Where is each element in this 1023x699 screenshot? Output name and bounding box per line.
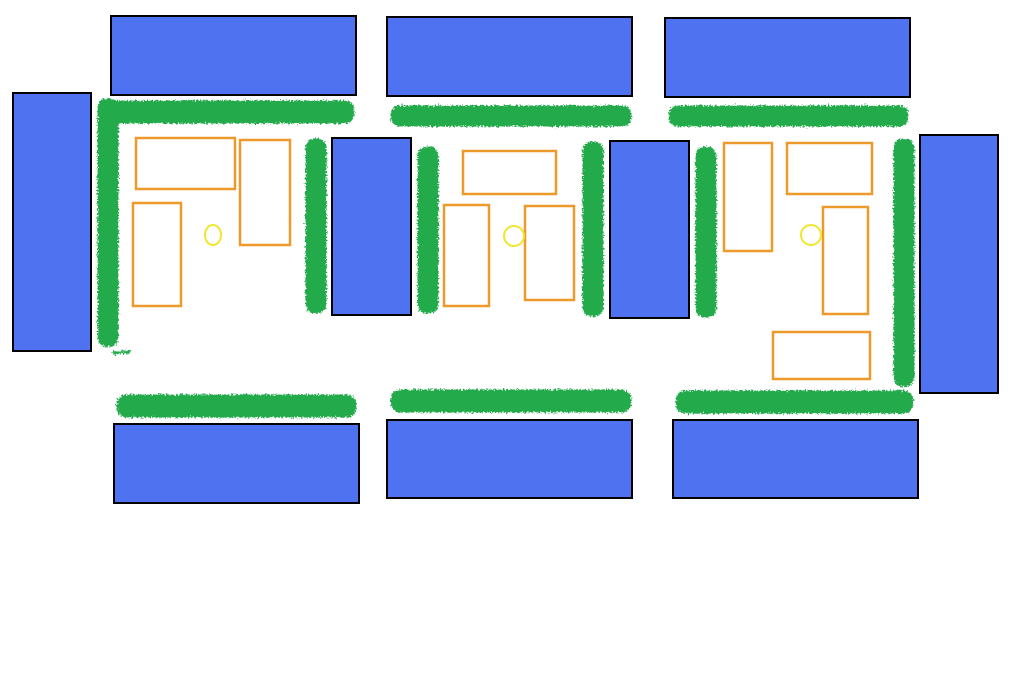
hedge-bottom-middle [390,389,632,413]
hedge-room3-left [695,146,717,318]
room3-box-tall-left [722,141,774,253]
hedge-bottom-right [675,390,914,414]
hedge-top-middle [390,105,632,127]
block-divider-2 [609,140,690,319]
circle-layer [204,224,822,247]
room2-box-tall-left [442,203,491,308]
room3-box-top-wide [785,141,874,196]
room1-box-tall-right [238,138,292,247]
hedge-room1-right [305,138,327,314]
hedge-top-left [101,100,355,124]
hedge-left-edge [97,98,119,347]
room2-box-tall-right [523,204,576,302]
room3-box-tall-right [821,205,870,316]
block-right-edge [919,134,999,394]
block-left-edge [12,92,92,352]
room2-circle [503,225,525,247]
room1-box-tall-left [131,201,183,308]
hedge-room2-right [582,141,604,317]
hedge-room2-left [417,146,439,314]
block-bottom-left [113,423,360,504]
hedge-stray-mark [111,350,131,355]
hedge-top-right [668,105,909,127]
block-bottom-right [672,419,919,499]
room2-box-top-wide [461,149,558,196]
room3-circle [800,224,822,246]
hedge-right-edge [893,138,915,387]
block-bottom-middle [386,419,633,499]
block-top-middle [386,16,633,97]
block-top-right [664,17,911,98]
box-layer [131,136,874,381]
block-top-left [110,15,357,96]
block-layer [12,15,999,504]
room1-box-top-wide [134,136,237,191]
room1-circle [204,224,222,246]
hedge-layer [97,98,915,418]
room3-box-bottom-wide [771,330,872,381]
hedge-bottom-left [116,394,357,418]
block-divider-1 [331,137,412,316]
